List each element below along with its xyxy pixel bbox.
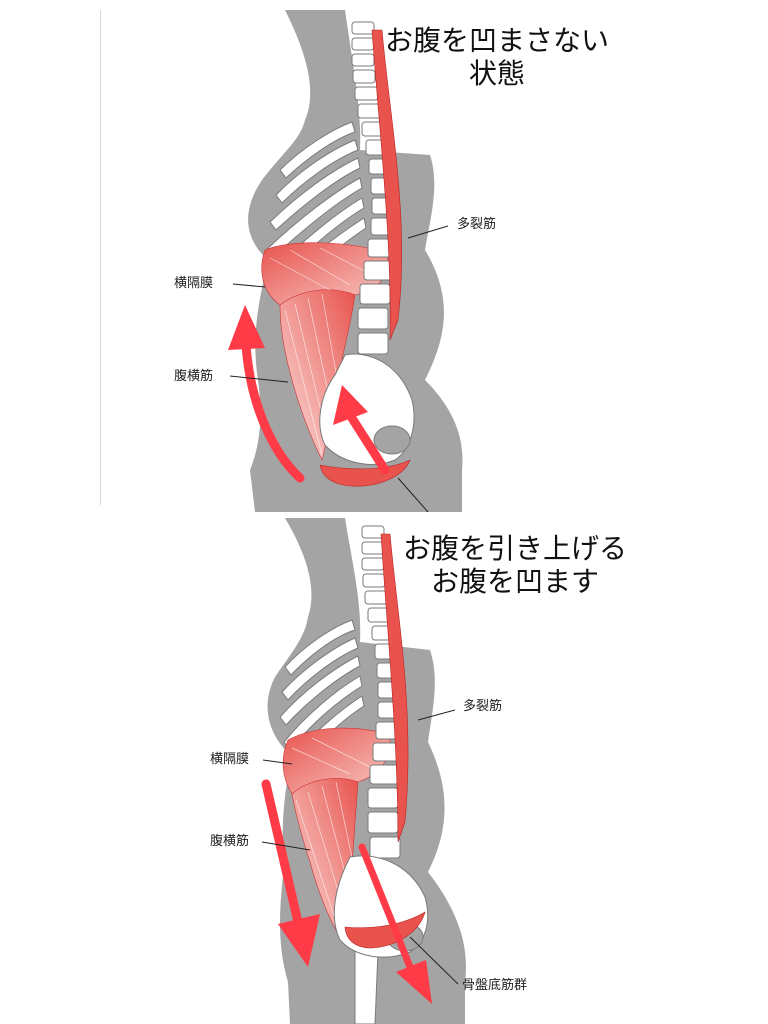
diagram-panel-engaged: お腹を引き上げる お腹を凹ます 多裂筋 横隔膜 腹横筋 骨盤底筋群: [0, 512, 768, 1024]
title-line-2: お腹を凹ます: [431, 565, 600, 598]
label-multifidus: 多裂筋: [457, 217, 497, 232]
label-transversus: 腹横筋: [174, 369, 214, 384]
diagram-panel-relaxed: お腹を凹まさない 状態 多裂筋 横隔膜 腹横筋: [100, 10, 609, 512]
title-line-2: 状態: [469, 57, 526, 90]
multifidus-muscle: [380, 533, 409, 843]
upward-arrow-front: [228, 305, 305, 483]
label-multifidus: 多裂筋: [463, 699, 503, 714]
title-line-1: お腹を凹まさない: [385, 24, 610, 57]
upward-arrow-pelvis: [333, 385, 390, 475]
label-diaphragm: 横隔膜: [174, 276, 214, 291]
downward-arrow-front: [261, 779, 320, 967]
downward-arrow-pelvis: [358, 843, 432, 1004]
pelvic-floor-muscle: [319, 459, 411, 487]
panel-title-engaged: お腹を引き上げる お腹を凹ます: [403, 532, 627, 598]
anatomy-illustration-engaged: [261, 518, 466, 1024]
label-pelvic-floor: 骨盤底筋群: [462, 978, 528, 993]
pelvic-floor-muscle: [344, 911, 426, 949]
panel-divider: [100, 10, 101, 505]
label-transversus: 腹横筋: [210, 834, 250, 849]
multifidus-muscle: [371, 29, 403, 341]
leader-lines: [229, 225, 449, 512]
anatomy-illustration-relaxed: [228, 10, 463, 512]
panel-title-relaxed: お腹を凹まさない 状態: [385, 24, 609, 90]
label-diaphragm: 横隔膜: [210, 752, 250, 767]
diaphragm-muscle: [282, 727, 391, 795]
leader-lines: [261, 709, 459, 985]
title-line-1: お腹を引き上げる: [403, 532, 628, 565]
